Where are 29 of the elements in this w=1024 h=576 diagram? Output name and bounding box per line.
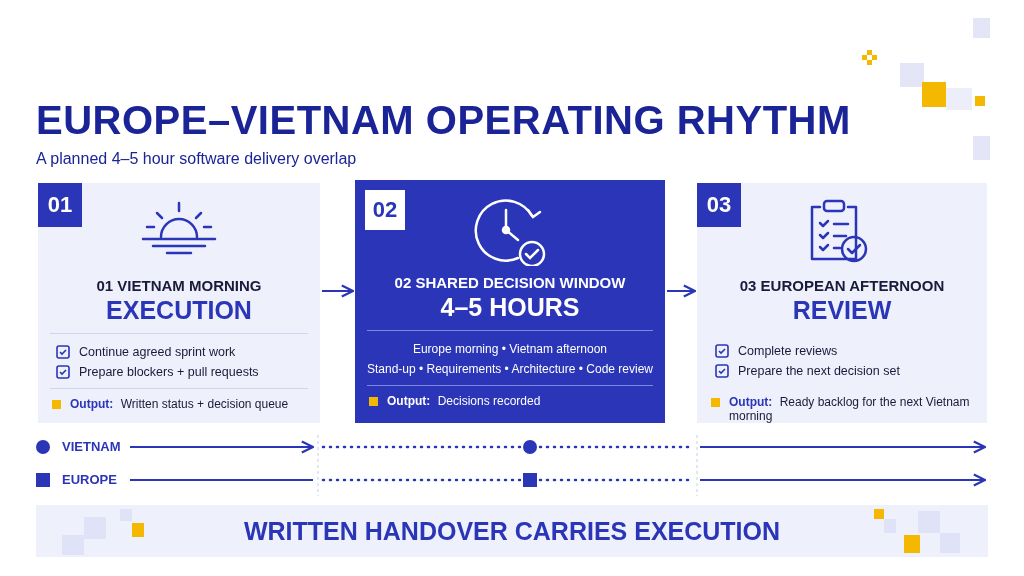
title: EUROPE–VIETNAM OPERATING RHYTHM: [36, 98, 851, 143]
step-title: 4–5 HOURS: [440, 293, 580, 322]
step-heading: 02 SHARED DECISION WINDOW: [394, 274, 626, 291]
banner: [36, 505, 988, 557]
step-card: [38, 183, 320, 423]
step-card: [355, 180, 665, 423]
step-title: EXECUTION: [106, 296, 252, 325]
checklist-item: Prepare blockers + pull requests: [79, 365, 259, 379]
step-number: 03: [697, 183, 741, 227]
arrow: [321, 284, 355, 298]
output-note: Output: Written status + decision queue: [70, 397, 289, 411]
arrow: [666, 284, 697, 298]
checklist-item: Complete reviews: [738, 344, 838, 358]
output-note: Output: Ready backlog for the next Vietnam morning: [729, 395, 971, 423]
banner-heading: WRITTEN HANDOVER CARRIES EXECUTION: [243, 516, 781, 546]
subtitle: A planned 4–5 hour software delivery overlap: [36, 150, 357, 168]
detail-text: Europe morning • Vietnam afternoon: [412, 342, 608, 356]
legend-label: EUROPE: [62, 472, 117, 487]
step-number: 02: [365, 190, 405, 230]
detail-text: Stand-up • Requirements • Architecture • Code review: [366, 362, 654, 376]
step-heading: 01 VIETNAM MORNING: [96, 277, 262, 294]
step-heading: 03 EUROPEAN AFTERNOON: [739, 277, 945, 294]
checklist-item: Continue agreed sprint work: [79, 345, 236, 359]
step-card: [697, 183, 987, 423]
checklist-item: Prepare the next decision set: [738, 364, 900, 378]
legend-label: VIETNAM: [62, 439, 121, 454]
output-note: Output: Decisions recorded: [387, 394, 541, 408]
step-number: 01: [38, 183, 82, 227]
step-title: REVIEW: [792, 296, 892, 325]
